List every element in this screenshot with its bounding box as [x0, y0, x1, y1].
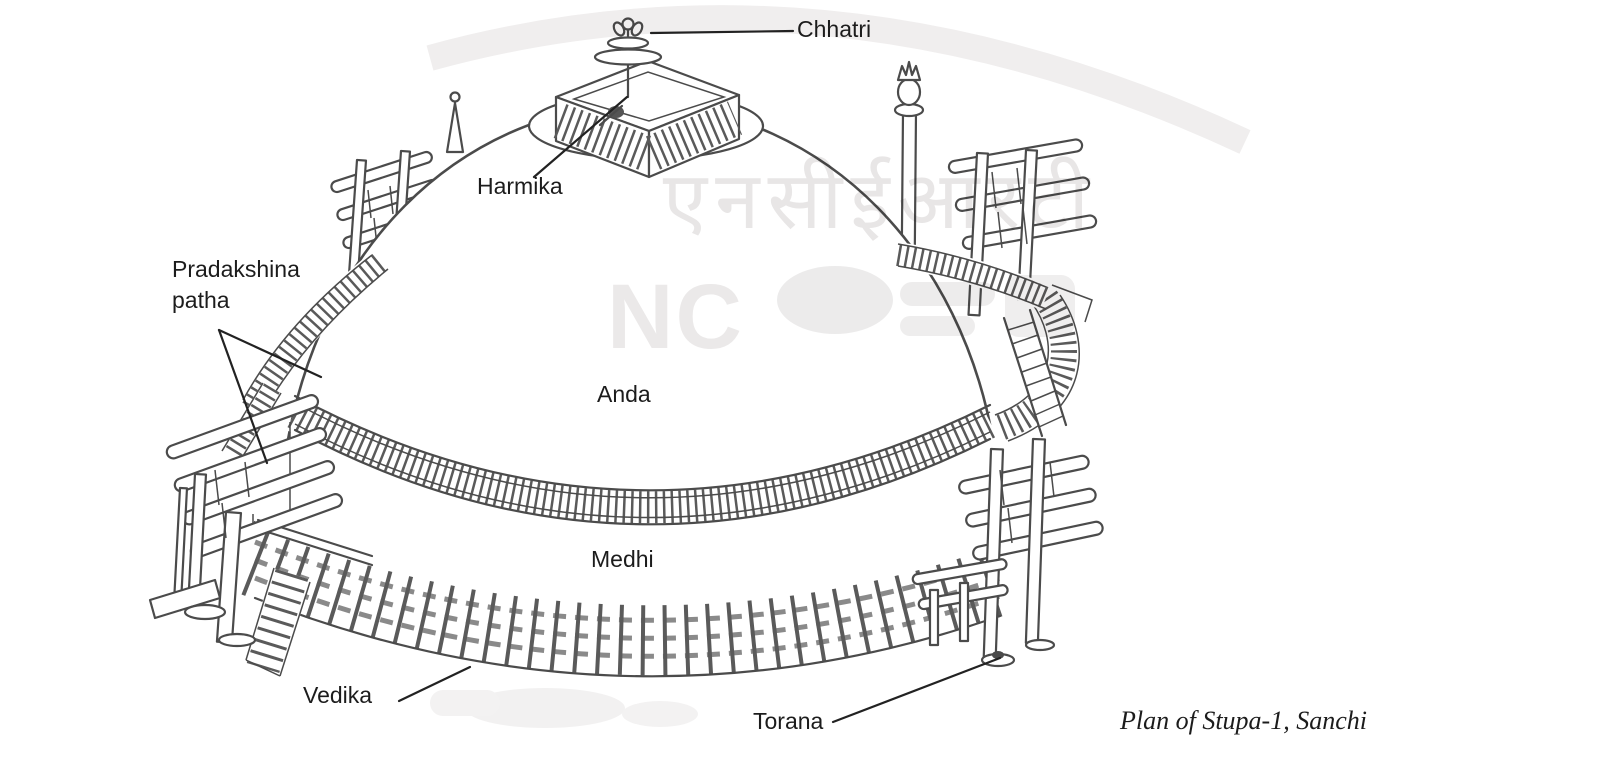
torana-leader-line — [831, 656, 1002, 724]
label-anda: Anda — [597, 381, 651, 407]
torana-east — [947, 138, 1098, 317]
label-pradakshina-patha-line2: patha — [172, 287, 230, 313]
label-pradakshina-patha-line1: Pradakshina — [172, 256, 300, 282]
pradakshina-leader-line-upper — [217, 328, 323, 379]
ncert-watermark: एनसीईआरटी NC — [426, 5, 1251, 728]
medhi-drum — [255, 430, 1000, 601]
labels: Chhatri Harmika Pradakshina patha Anda M… — [172, 16, 1367, 735]
vedika-railing — [240, 517, 1013, 678]
label-medhi: Medhi — [591, 546, 654, 572]
label-chhatri: Chhatri — [797, 16, 871, 42]
ashokan-pillar — [893, 60, 925, 266]
watermark-latin-text: NC — [607, 266, 744, 368]
harmika-leader-line — [532, 95, 629, 179]
chhatri-leader-line — [649, 29, 795, 35]
spire-finial — [445, 91, 465, 154]
harmika — [527, 59, 765, 179]
watermark-devanagari-text: एनसीईआरटी — [663, 154, 1097, 247]
vedika-leader-line — [397, 665, 472, 703]
pradakshina-leader-line-lower — [217, 328, 269, 465]
torana-south — [911, 437, 1104, 668]
label-vedika: Vedika — [303, 682, 372, 708]
label-harmika: Harmika — [477, 173, 563, 199]
leader-lines — [217, 29, 1002, 724]
label-torana: Torana — [753, 708, 824, 734]
figure-caption: Plan of Stupa-1, Sanchi — [1119, 706, 1367, 735]
torana-west — [148, 394, 344, 648]
